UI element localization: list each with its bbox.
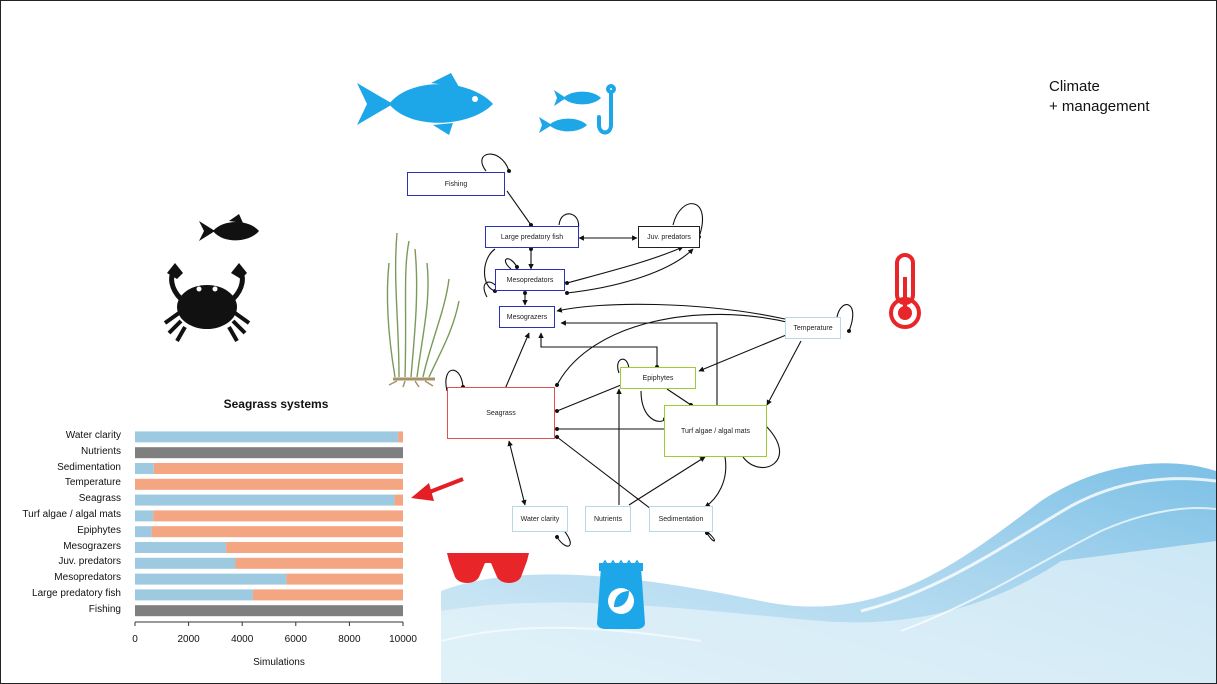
category-label: Large predatory fish [32, 587, 121, 599]
category-label: Juv. predators [58, 556, 121, 568]
category-label: Mesopredators [54, 572, 121, 584]
bar-5-segment-0 [135, 510, 154, 522]
x-tick-label: 2000 [177, 634, 200, 645]
chart-axis [134, 621, 404, 626]
network-edges [445, 153, 854, 547]
heading-line-2: + management [1049, 98, 1150, 115]
crab-icon [163, 263, 251, 342]
bar-2-segment-0 [135, 463, 154, 474]
bar-8-segment-1 [235, 557, 403, 569]
node-turf-algae: Turf algae / algal mats [664, 405, 767, 457]
category-label: Water clarity [65, 429, 121, 441]
bar-0-segment-1 [398, 431, 403, 443]
node-nutrients: Nutrients [585, 506, 631, 532]
category-label: Seagrass [78, 493, 121, 505]
category-label: Turf algae / algal mats [22, 508, 121, 520]
bar-10-segment-1 [252, 589, 403, 601]
sunglasses-icon [447, 553, 529, 583]
fish-icon [357, 73, 493, 135]
category-label: Fishing [88, 603, 121, 615]
x-tick-label: 6000 [284, 634, 307, 645]
x-tick-label: 10000 [389, 634, 417, 645]
bar-group [135, 431, 403, 617]
highlight-arrow [411, 477, 464, 501]
bar-5-segment-1 [153, 510, 403, 522]
category-label: Temperature [64, 477, 121, 489]
x-tick-label: 4000 [231, 634, 254, 645]
thermometer-icon [889, 253, 921, 329]
node-epiphytes: Epiphytes [620, 367, 696, 389]
node-mesopredators: Mesopredators [495, 269, 565, 291]
bar-6-segment-1 [151, 526, 403, 538]
bar-0-segment-0 [135, 431, 399, 443]
bar-9-segment-0 [135, 573, 287, 585]
node-fishing: Fishing [407, 172, 505, 196]
node-large-predatory-fish: Large predatory fish [485, 226, 579, 248]
fishing-hook-icon [597, 84, 616, 135]
bar-4-segment-1 [394, 494, 403, 506]
bar-1-segment-2 [135, 447, 403, 459]
black-fish-icon [199, 214, 259, 241]
bar-9-segment-1 [286, 573, 403, 585]
x-tick-label: 0 [132, 634, 138, 645]
bar-7-segment-1 [226, 542, 403, 553]
bar-2-segment-1 [153, 463, 403, 474]
node-juv-predators: Juv. predators [638, 226, 700, 248]
node-mesograzers: Mesograzers [499, 306, 555, 328]
bar-10-segment-0 [135, 589, 253, 601]
category-label: Nutrients [80, 445, 121, 457]
bar-8-segment-0 [135, 557, 236, 569]
node-temperature: Temperature [785, 317, 841, 339]
bar-11-segment-2 [135, 605, 403, 617]
seagrass-icon [386, 232, 460, 388]
slide-heading: Climate + management [1049, 77, 1149, 117]
node-seagrass: Seagrass [447, 387, 555, 439]
fertilizer-bag-icon [597, 559, 645, 629]
bar-6-segment-0 [135, 526, 152, 538]
node-water-clarity: Water clarity [512, 506, 568, 532]
wave-graphic [440, 463, 1216, 683]
bar-4-segment-0 [135, 494, 395, 506]
category-label: Mesograzers [63, 540, 121, 552]
small-fish-icon [539, 90, 601, 133]
category-label: Sedimentation [57, 461, 121, 473]
x-axis-label: Simulations [253, 657, 305, 668]
heading-line-1: Climate [1049, 78, 1100, 95]
category-label: Epiphytes [77, 524, 121, 536]
node-sedimentation: Sedimentation [649, 506, 713, 532]
chart-title: Seagrass systems [223, 397, 329, 411]
x-tick-label: 8000 [338, 634, 361, 645]
bar-7-segment-0 [135, 542, 227, 553]
bar-3-segment-1 [135, 478, 403, 490]
